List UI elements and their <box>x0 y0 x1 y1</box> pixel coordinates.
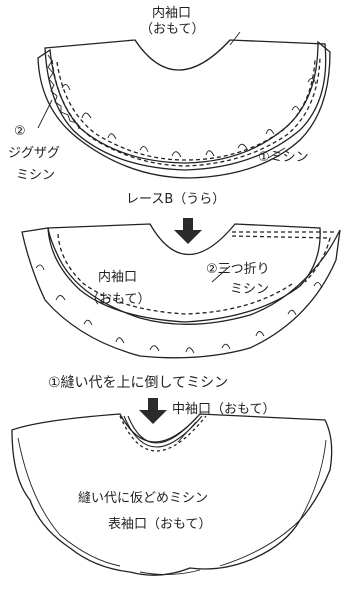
label-top-inner-cuff: 内袖口 <box>152 6 192 21</box>
label-top-inner-cuff-side: （おもて） <box>140 22 205 37</box>
seam-stitch-2 <box>57 233 293 315</box>
lace-gathers <box>61 78 317 158</box>
machine-stitch-2 <box>56 59 316 161</box>
panel-1-cuff-with-lace <box>37 31 331 179</box>
tri-fold-stitch <box>231 231 336 283</box>
label-tri-fold-2: ミシン <box>230 282 270 297</box>
machine-stitch-1 <box>51 57 321 167</box>
label-middle-cuff: 中袖口（おもて） <box>172 402 276 417</box>
lace-ruffle-2 <box>21 227 341 359</box>
panel-2-folded <box>21 223 341 359</box>
label-mid-inner-cuff-side: （おもて） <box>86 292 151 307</box>
label-lace-b: レースB（うら） <box>126 192 226 207</box>
middle-cuff-curve-1 <box>127 415 199 444</box>
inner-cuff-fabric-2 <box>47 223 321 323</box>
down-arrow-1 <box>174 218 202 244</box>
label-tri-fold-1: ②三つ折り <box>206 262 270 277</box>
lace-gathers-2 <box>35 264 323 354</box>
label-mid-inner-cuff: 内袖口 <box>98 270 138 285</box>
label-baste: 縫い代に仮どめミシン <box>78 491 209 506</box>
down-arrow-2 <box>139 398 167 424</box>
zigzag-stitch <box>47 54 80 130</box>
label-machine-1: ①ミシン <box>258 150 309 165</box>
lace-b-ruffle <box>37 40 331 179</box>
panel-3-assembled <box>11 413 333 576</box>
inner-cuff-fabric <box>44 39 327 171</box>
label-zigzag-num: ② <box>14 124 26 139</box>
label-outer-cuff: 表袖口（おもて） <box>108 517 212 532</box>
basting-stitch <box>119 415 207 452</box>
label-zigzag-1: ジグザグ <box>8 146 61 161</box>
label-zigzag-2: ミシン <box>16 168 56 183</box>
outer-cuff-edge <box>17 437 327 575</box>
label-step-seam: ①縫い代を上に倒してミシン <box>48 375 229 391</box>
